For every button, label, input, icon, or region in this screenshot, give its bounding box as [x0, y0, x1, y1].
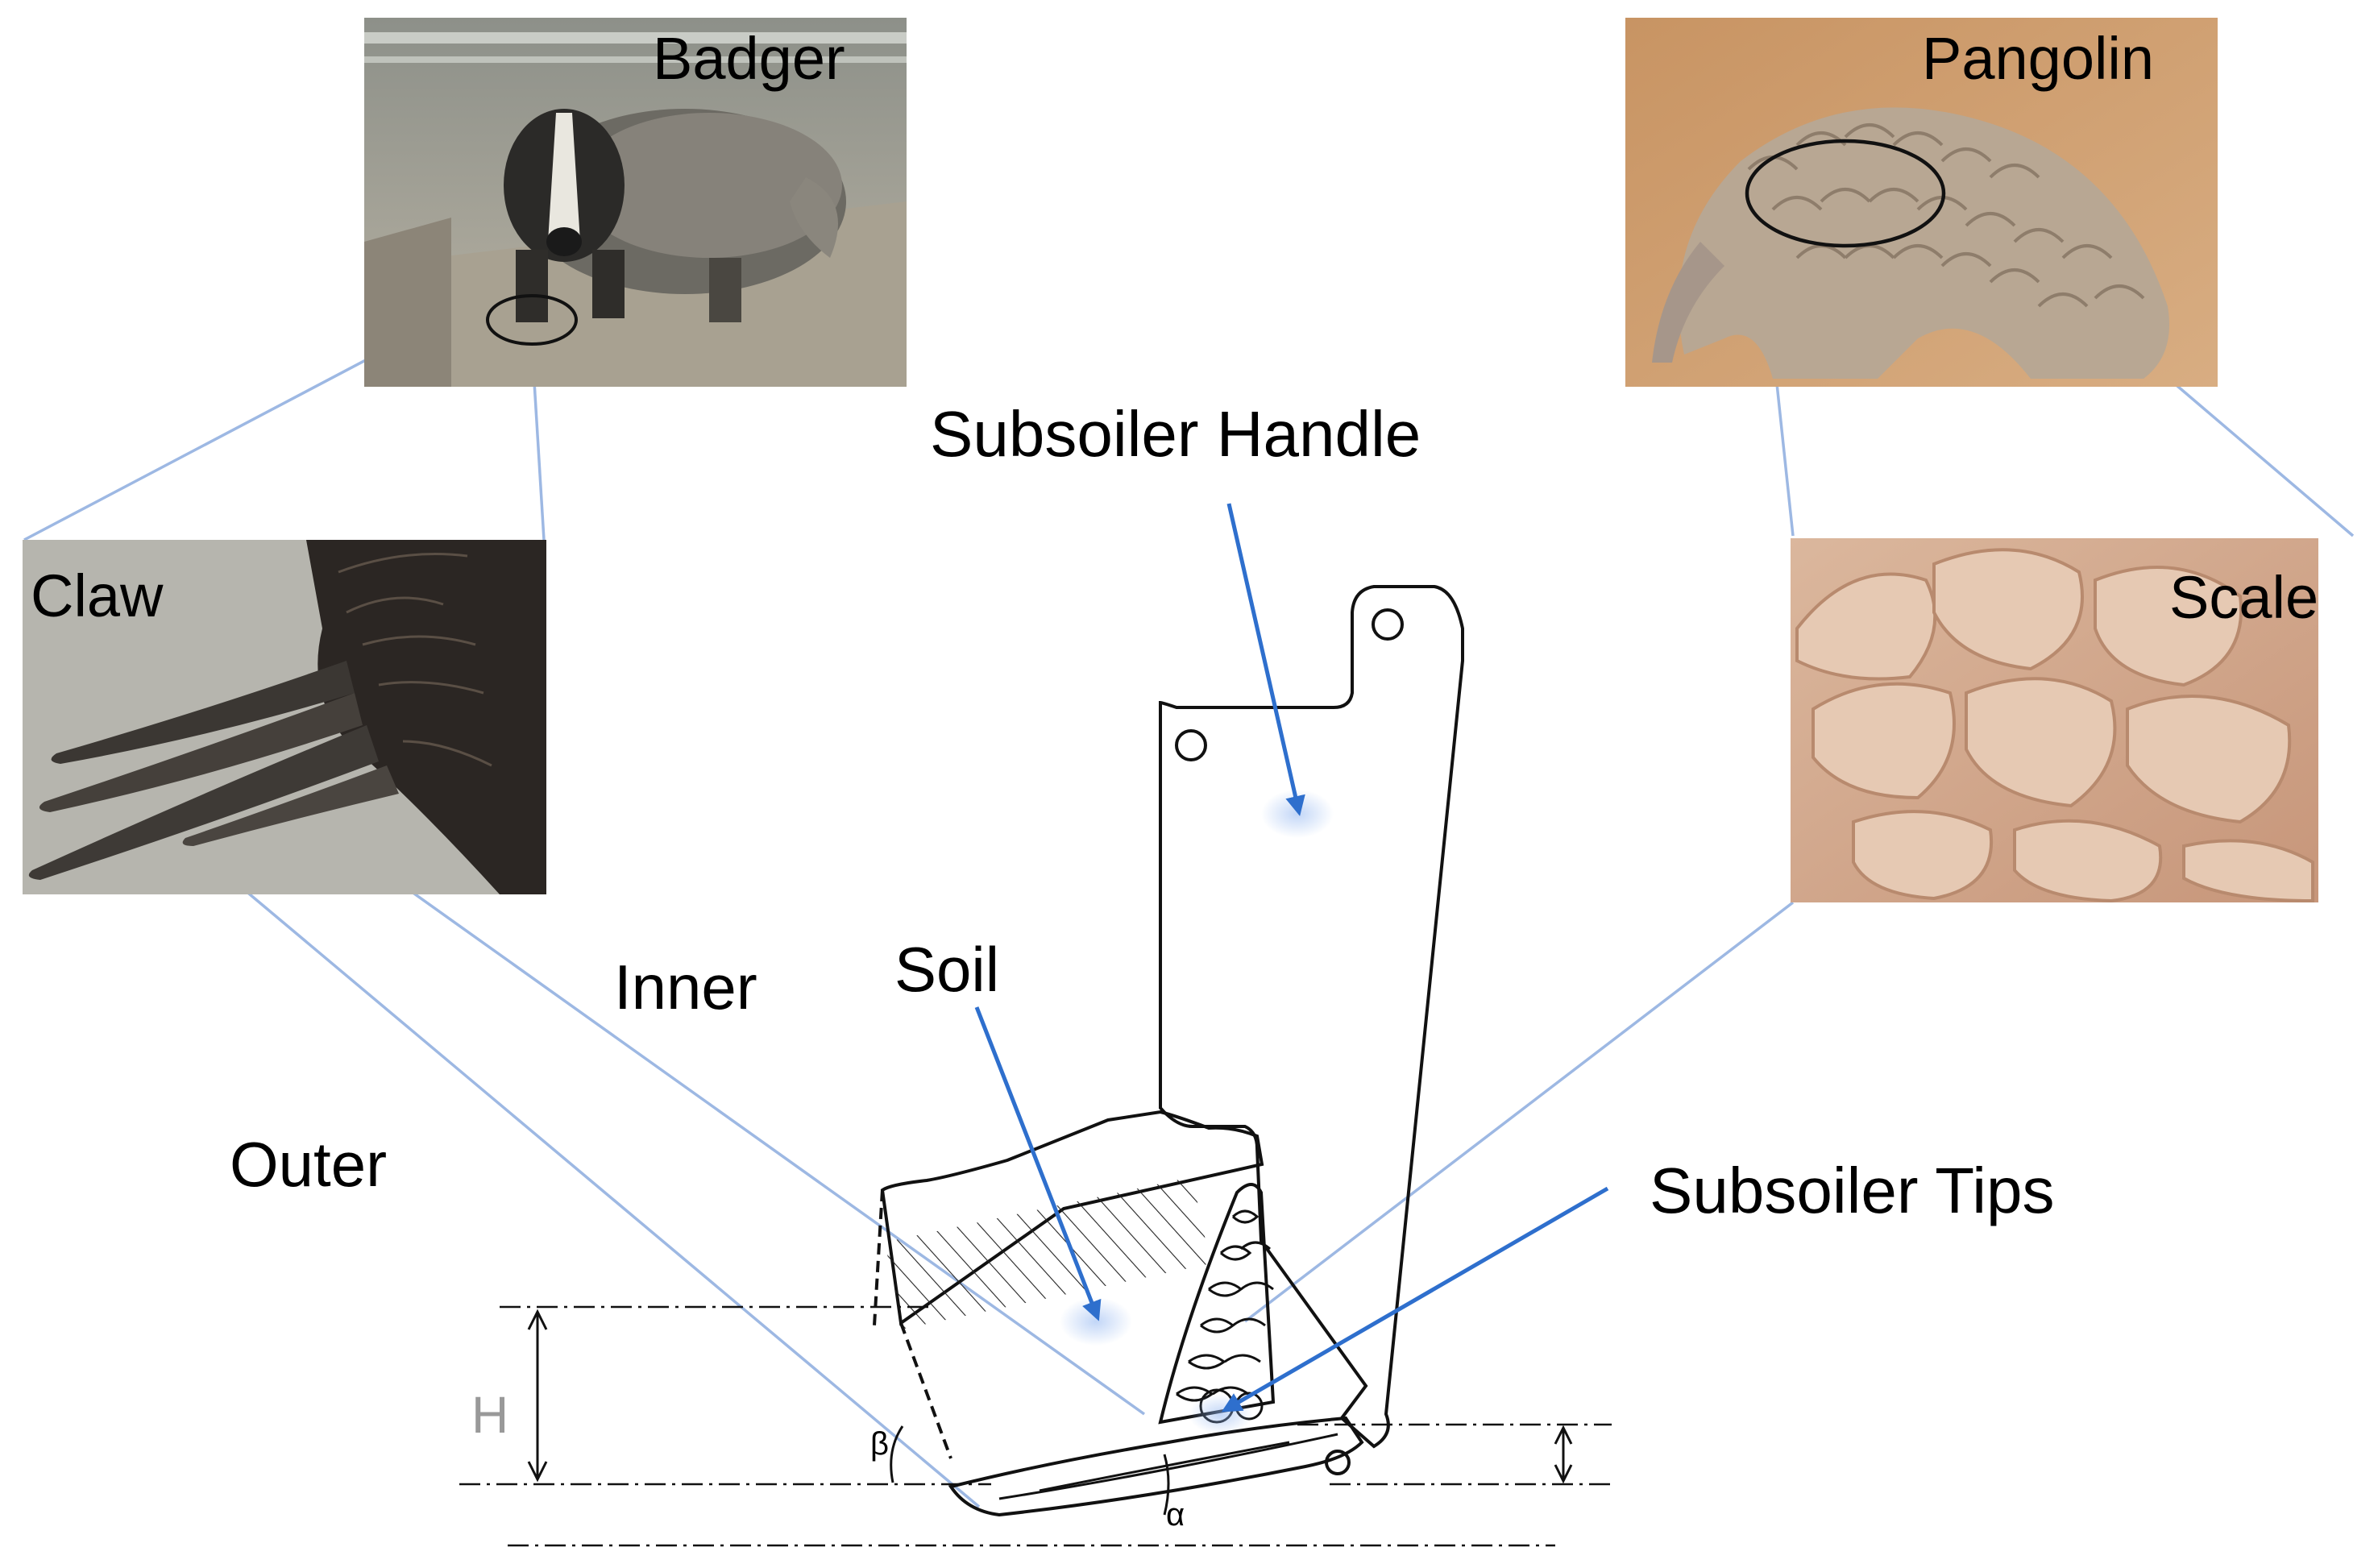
callout-arrows	[974, 503, 1609, 1412]
badger-label: Badger	[653, 25, 845, 92]
inner-label: Inner	[614, 952, 757, 1023]
outer-label: Outer	[230, 1129, 387, 1200]
badger-photo: Badger	[364, 18, 907, 387]
connector-claw-inner	[272, 792, 1146, 1416]
scale-label: Scale	[2169, 564, 2318, 631]
pangolin-scale-highlight	[1745, 139, 1946, 248]
subsoiler-tips-label: Subsoiler Tips	[1650, 1155, 2054, 1226]
subsoiler-drawing	[459, 585, 1612, 1547]
angle-beta-label: β	[870, 1426, 889, 1462]
pangolin-label: Pangolin	[1922, 25, 2154, 92]
arrow-soil	[974, 1006, 1102, 1321]
subsoiler-handle-outline	[1159, 585, 1464, 1449]
connector-scale-tip	[1243, 901, 1795, 1323]
claw-label: Claw	[31, 562, 164, 629]
arrow-handle	[1226, 503, 1305, 816]
soil-label: Soil	[894, 934, 999, 1005]
angle-alpha-label: α	[1166, 1497, 1185, 1533]
scale-photo: Scale	[1791, 538, 2318, 903]
soil-block	[880, 1110, 1264, 1326]
arrow-tips	[1221, 1186, 1609, 1412]
badger-claw-highlight	[486, 294, 578, 346]
connector-claw-outer	[147, 808, 981, 1508]
subsoiler-share	[948, 1416, 1364, 1517]
subsoiler-tip	[1158, 1183, 1276, 1425]
subsoiler-handle-label: Subsoiler Handle	[930, 398, 1421, 470]
pangolin-photo: Pangolin	[1625, 18, 2218, 387]
height-symbol-label: H	[471, 1386, 508, 1444]
claw-photo: Claw	[23, 540, 546, 894]
